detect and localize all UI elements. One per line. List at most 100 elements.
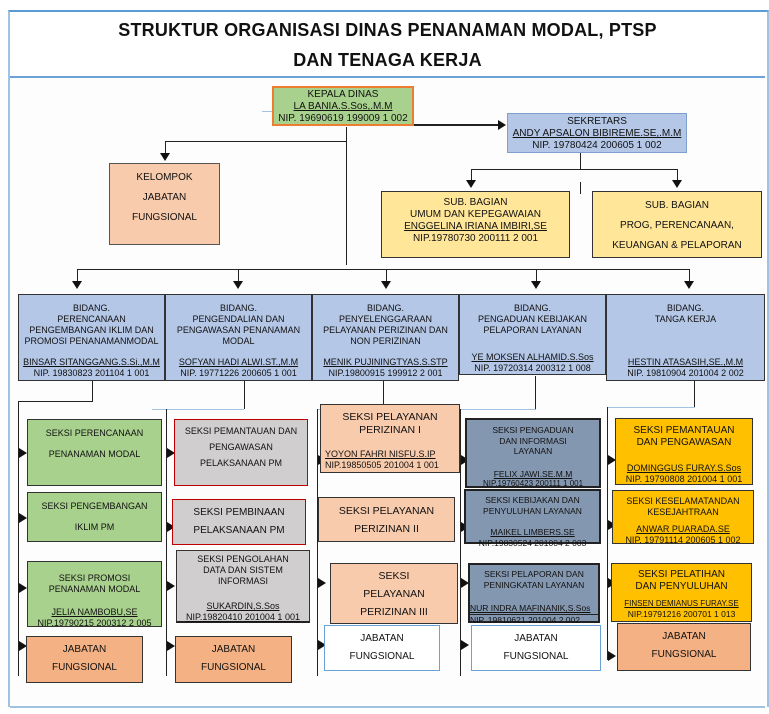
arrow-right-icon [461, 640, 469, 650]
arrow-down-icon [233, 281, 243, 289]
jabatan-fungsional-box: JABATAN FUNGSIONAL [26, 636, 143, 683]
bidang-name: MENIK PUJININGTYAS.S.STP [323, 357, 448, 367]
connector-b3 [386, 269, 387, 282]
seksi-line: PENGAWASAN [209, 442, 273, 452]
seksi-box: SEKSI PELAYANAN PERIZINAN III [330, 563, 458, 624]
seksi-line: PERIZINAN I [359, 424, 421, 436]
subbagian-name: ENGGELINA IRIANA IMBIRI,SE [404, 221, 547, 232]
bidang-nip: NIP. 19771226 200605 1 001 [180, 368, 297, 378]
bidang-box: BIDANG. PENGENDALIAN DAN PENGAWASAN PENA… [165, 294, 312, 381]
seksi-line: INFORMASI [217, 576, 268, 586]
seksi-name: JELIA NAMBOBU,SE [51, 607, 138, 617]
arrow-right-icon [167, 581, 175, 591]
connector-subumum [471, 169, 472, 181]
connector [152, 409, 244, 410]
arrow-right-icon [498, 120, 506, 130]
seksi-box: SEKSI PENGEMBANGAN IKLIM PM [27, 492, 162, 542]
connector [694, 381, 695, 407]
seksi-box: SEKSI PEMBINAAN PELAKSANAAN PM [172, 499, 306, 545]
subbagian-unit: KEUANGAN & PELAPORAN [612, 240, 742, 251]
seksi-line: SEKSI PELATIHAN [637, 569, 726, 580]
bidang-box: BIDANG. PENGADUAN KEBIJAKAN PELAPORAN LA… [459, 294, 606, 375]
seksi-line: SEKSI KEBIJAKAN DAN [485, 495, 580, 505]
kepala-nip: NIP. 19690619 199009 1 002 [278, 113, 408, 124]
arrow-down-icon [531, 281, 541, 289]
connector [383, 381, 384, 411]
subbagian-program-box: SUB. BAGIAN PROG, PERENCANAAN, KEUANGAN … [592, 191, 762, 258]
bidang-line: PENYELENGGARAAN [338, 314, 433, 324]
connector-b2 [238, 269, 239, 282]
bidang-spacer [460, 336, 605, 342]
connector-subprog [677, 169, 678, 181]
bidang-line: BIDANG. [219, 303, 257, 313]
bidang-name: YE MOKSEN ALHAMID.S.Sos [471, 352, 594, 362]
seksi-line: SEKSI PERENCANAAN [45, 428, 144, 438]
jabatan-fungsional-box: JABATAN FUNGSIONAL [324, 625, 440, 671]
bidang-box: BIDANG. PERENCANAAN PENGEMBANGAN IKLIM D… [18, 294, 165, 381]
seksi-box: SEKSI PELAYANAN PERIZINAN I YOYON FAHRI … [320, 404, 460, 473]
chart-frame [8, 10, 769, 707]
bidang-line: BIDANG. [666, 303, 704, 313]
seksi-nip: NIP.19850505 201004 1 001 [325, 460, 439, 470]
kelompok-line: JABATAN [142, 192, 187, 203]
jabatan-line: FUNGSIONAL [503, 651, 569, 662]
seksi-box: SEKSI PENGOLAHAN DATA DAN SISTEM INFORMA… [176, 550, 310, 623]
connector-tick [580, 182, 581, 194]
subbagian-umum-box: SUB. BAGIAN UMUM DAN KEPEGAWAIAN ENGGELI… [381, 191, 570, 258]
connector-b1 [77, 269, 78, 282]
jabatan-fungsional-box: JABATAN FUNGSIONAL [175, 636, 292, 683]
bidang-nip: NIP. 19720314 200312 1 008 [474, 363, 591, 373]
jabatan-line: FUNGSIONAL [349, 651, 415, 662]
seksi-line: DAN PENYULUHAN [635, 581, 728, 592]
arrow-down-icon [684, 281, 694, 289]
connector-bidang-bus [77, 269, 689, 270]
bidang-box: BIDANG. TANGA KERJA HESTIN ATASASIH,SE.,… [606, 294, 765, 381]
seksi-line: SEKSI PEMANTAUAN [633, 425, 735, 436]
sekretaris-name: ANDY APSALON BIBIREME.SE,.M.M [512, 128, 682, 139]
kelompok-jabatan-box: KELOMPOK JABATAN FUNGSIONAL [109, 163, 220, 245]
subbagian-unit: PROG, PERENCANAAN, [620, 220, 734, 231]
seksi-line: SEKSI [378, 570, 410, 582]
seksi-box: SEKSI PELATIHAN DAN PENYULUHAN FINSEN DE… [611, 563, 752, 622]
connector [92, 381, 93, 401]
seksi-line: IKLIM PM [74, 522, 115, 532]
seksi-line: PERIZINAN III [360, 606, 428, 618]
connector-kepala-down [346, 127, 347, 265]
seksi-box: SEKSI PEMANTAUAN DAN PENGAWASAN DOMINGGU… [615, 418, 753, 485]
connector [607, 407, 608, 660]
seksi-name: DOMINGGUS FURAY.S.Sos [626, 463, 742, 473]
subbagian-title: SUB. BAGIAN [645, 200, 709, 211]
bidang-name: HESTIN ATASASIH,SE.,M.M [627, 357, 744, 367]
seksi-line: PENINGKATAN LAYANAN [483, 580, 585, 590]
sekretaris-role: SEKRETARS [567, 116, 627, 127]
seksi-nip: NIP. 19791114 200605 1 002 [625, 535, 741, 545]
bidang-line: PELAPORAN LAYANAN [483, 325, 582, 335]
jabatan-line: JABATAN [62, 644, 107, 655]
seksi-name: ANWAR PUARADA.SE [636, 524, 730, 534]
bidang-line: TANGA KERJA [654, 314, 717, 324]
seksi-name: FELIX JAWI.SE.M.M [493, 468, 573, 479]
arrow-down-icon [160, 153, 170, 161]
subbagian-unit: UMUM DAN KEPEGAWAIAN [410, 209, 541, 220]
sekretaris-box: SEKRETARS ANDY APSALON BIBIREME.SE,.M.M … [507, 113, 687, 153]
sekretaris-nip: NIP. 19780424 200605 1 002 [532, 140, 662, 151]
seksi-box: SEKSI PELAYANAN PERIZINAN II [318, 497, 455, 542]
jabatan-line: FUNGSIONAL [651, 649, 717, 660]
bidang-name: SOFYAN HADI ALWI.ST.,M.M [178, 357, 299, 367]
connector [18, 401, 19, 676]
arrow-right-icon [167, 448, 175, 458]
seksi-line: PENANAMAN MODAL [48, 584, 141, 594]
connector [18, 401, 93, 402]
jabatan-line: JABATAN [211, 644, 256, 655]
seksi-line: SEKSI PROMOSI [58, 573, 131, 583]
kepala-dinas-box: KEPALA DINAS LA BANIA.S.Sos,.M.M NIP. 19… [272, 86, 414, 126]
seksi-line: SEKSI PENGEMBANGAN [41, 501, 148, 511]
arrow-right-icon [19, 641, 27, 651]
jabatan-line: JABATAN [360, 633, 404, 644]
connector-kelompok-down [165, 141, 166, 154]
seksi-line: PENANAMAN MODAL [48, 449, 141, 459]
seksi-line: SEKSI KESELAMATANDAN [626, 496, 740, 506]
jabatan-fungsional-box: JABATAN FUNGSIONAL [617, 623, 751, 671]
connector [317, 409, 318, 676]
seksi-line: DATA DAN SISTEM [203, 565, 283, 575]
